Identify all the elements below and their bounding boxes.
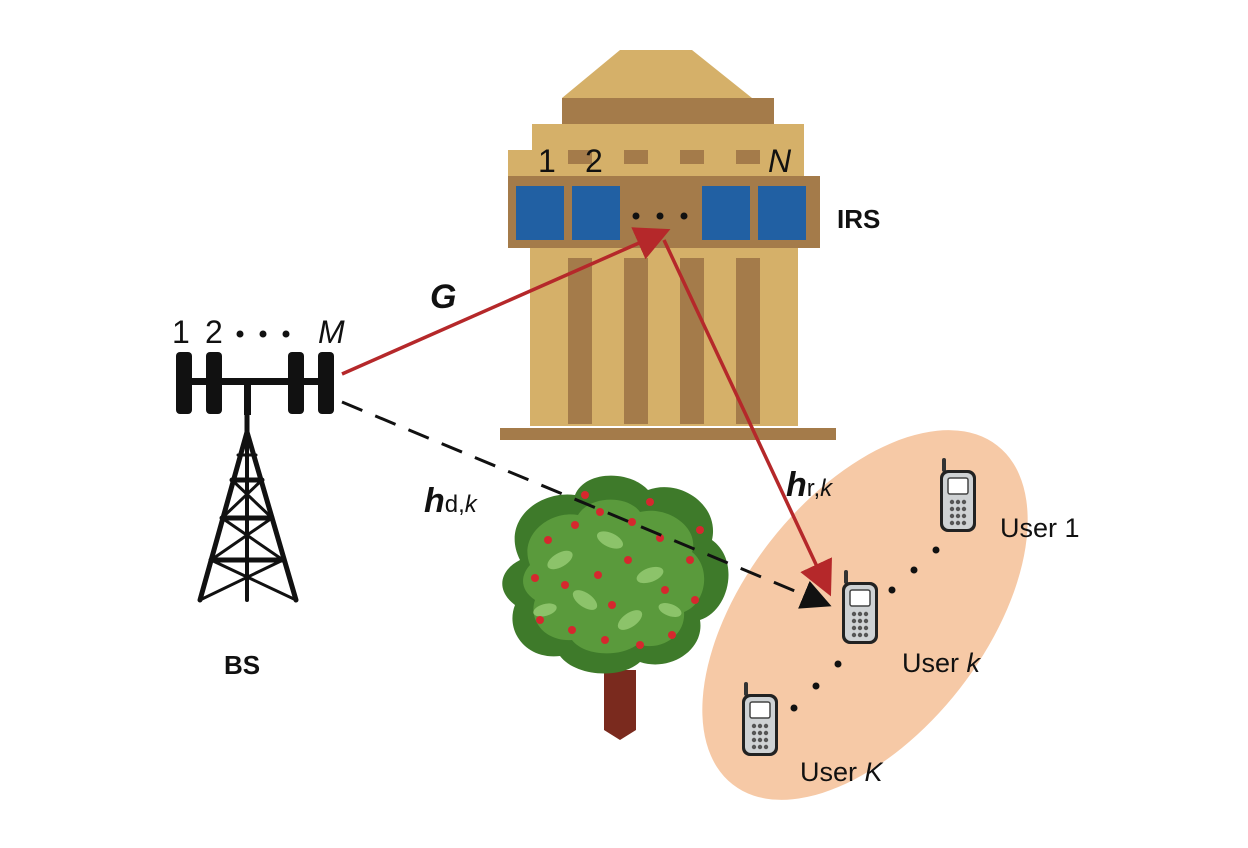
bs-antenna-index-1: 1 [172, 314, 190, 350]
irs-label: IRS [837, 204, 880, 234]
channel-label-hrk: hr,k [786, 466, 834, 504]
irs-ellipsis [632, 212, 688, 220]
irs-element-n-1 [702, 186, 750, 240]
irs-element-n [758, 186, 806, 240]
bs-antenna-ellipsis [236, 330, 290, 338]
user-k-index: k [967, 648, 982, 678]
link-bs-to-irs [341, 227, 671, 376]
channel-hdk-subscript-index: k [465, 491, 479, 518]
channel-label-hdk: hd,k [424, 482, 479, 520]
channel-hdk-symbol: h [424, 482, 445, 520]
tree-obstacle [502, 475, 729, 740]
user-1-label: User 1 [1000, 513, 1080, 543]
bs-antenna-index-m: M [318, 314, 345, 350]
bs-label: BS [224, 650, 260, 680]
irs-element-2 [572, 186, 620, 240]
user-k-label: User k [902, 648, 982, 678]
user-K-index: K [865, 757, 884, 787]
users-ellipsis-lower [790, 660, 842, 712]
user-K-label: User K [800, 757, 884, 787]
bs-antenna-array [176, 352, 334, 415]
channel-hrk-symbol: h [786, 466, 807, 504]
irs-index-n: N [768, 143, 792, 179]
irs-index-1: 1 [538, 143, 556, 179]
irs-element-1 [516, 186, 564, 240]
channel-hrk-subscript-index: k [820, 475, 834, 502]
bs-antenna-index-2: 2 [205, 314, 223, 350]
channel-hdk-subscript: d, [445, 491, 465, 518]
user-k-prefix: User [902, 648, 967, 678]
user-1-prefix: User [1000, 513, 1065, 543]
channel-label-g: G [430, 278, 456, 316]
user-K-prefix: User [800, 757, 865, 787]
users-ellipsis-upper [888, 546, 940, 594]
link-bs-to-user-k-direct [341, 400, 832, 609]
irs-index-2: 2 [585, 143, 603, 179]
link-irs-to-user-k [662, 239, 832, 597]
bs-tower [197, 409, 299, 603]
channel-hrk-subscript: r, [807, 475, 820, 502]
user-1-index: 1 [1065, 513, 1080, 543]
